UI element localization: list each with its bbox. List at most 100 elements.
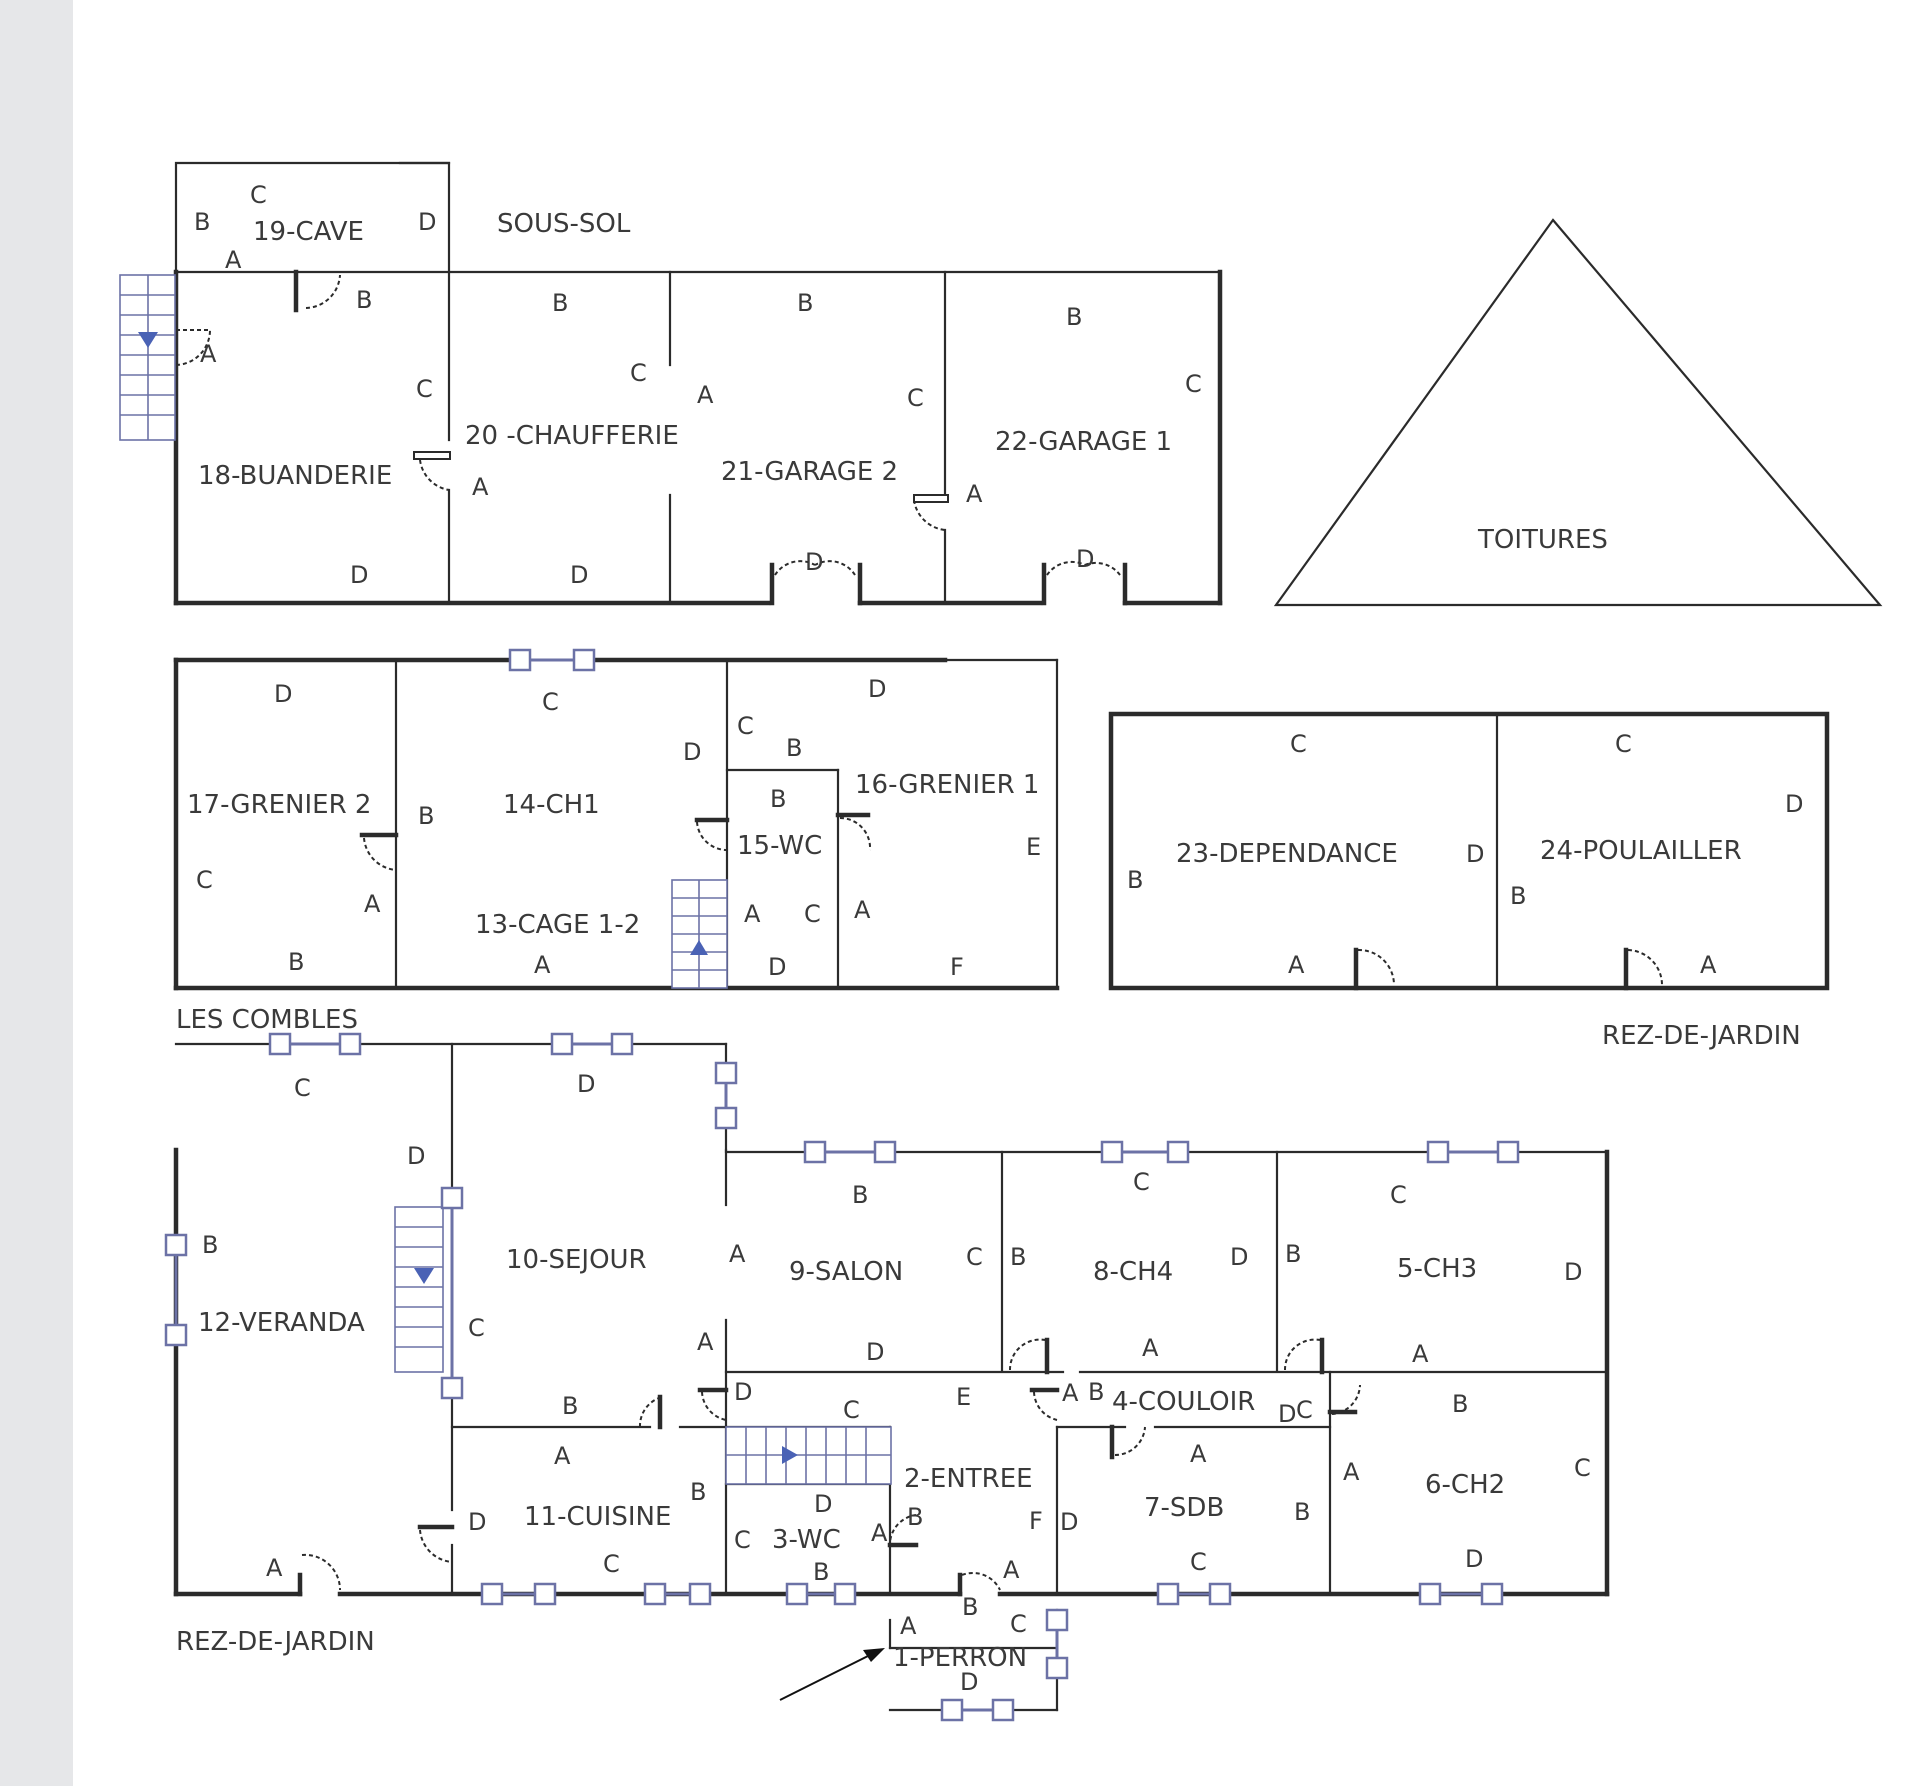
wall-letter: D xyxy=(683,738,701,766)
wall-letter: B xyxy=(1452,1390,1468,1418)
room-18-buanderie: 18-BUANDERIE xyxy=(198,461,392,491)
wall-letter: C xyxy=(1185,370,1202,398)
wall-letter: D xyxy=(274,680,292,708)
wall-letter: B xyxy=(1127,866,1143,894)
room-15-wc: 15-WC xyxy=(737,831,822,861)
wall-letter: D xyxy=(468,1508,486,1536)
wall-letter: B xyxy=(552,289,568,317)
wall-letter: D xyxy=(866,1338,884,1366)
wall-letter: C xyxy=(966,1243,983,1271)
wall-letter: B xyxy=(786,734,802,762)
wall-letter: A xyxy=(900,1612,917,1640)
room-8-ch4: 8-CH4 xyxy=(1093,1257,1173,1287)
wall-letter: C xyxy=(1296,1396,1313,1424)
wall-letter: C xyxy=(294,1074,311,1102)
wall-letter: C xyxy=(542,688,559,716)
wall-letter: A xyxy=(472,473,489,501)
wall-letter: B xyxy=(1294,1498,1310,1526)
wall-letter: C xyxy=(196,866,213,894)
wall-letter: A xyxy=(1142,1334,1159,1362)
wall-letter: C xyxy=(1290,730,1307,758)
wall-letter: A xyxy=(697,1328,714,1356)
room-13-cage-1-2: 13-CAGE 1-2 xyxy=(475,910,640,940)
wall-letter: D xyxy=(1076,545,1094,573)
wall-letter: F xyxy=(1029,1507,1043,1535)
room-10-sejour: 10-SEJOUR xyxy=(506,1245,647,1275)
wall-letter: A xyxy=(966,480,983,508)
wall-letter: A xyxy=(364,890,381,918)
main-floor-stair-entree xyxy=(725,1426,892,1485)
room-20-chaufferie: 20 -CHAUFFERIE xyxy=(465,421,679,451)
wall-letter: C xyxy=(250,181,267,209)
room-2-entree: 2-ENTREE xyxy=(904,1464,1033,1494)
wall-letter: A xyxy=(1062,1379,1079,1407)
wall-letter: B xyxy=(907,1503,923,1531)
section-label-toitures: TOITURES xyxy=(1477,525,1608,555)
wall-letter: B xyxy=(1510,882,1526,910)
room-4-couloir: 4-COULOIR xyxy=(1112,1387,1255,1417)
wall-letter: C xyxy=(1390,1181,1407,1209)
room-5-ch3: 5-CH3 xyxy=(1397,1254,1477,1284)
wall-letter: E xyxy=(1026,833,1041,861)
wall-letter: B xyxy=(1088,1378,1104,1406)
wall-letter: C xyxy=(603,1550,620,1578)
combles-walls xyxy=(173,648,1060,991)
room-14-ch1: 14-CH1 xyxy=(503,790,600,820)
wall-letter: A xyxy=(225,246,242,274)
wall-letter: B xyxy=(797,289,813,317)
section-label-sous-sol: SOUS-SOL xyxy=(497,209,631,239)
wall-letter: C xyxy=(1133,1168,1150,1196)
wall-letter: A xyxy=(554,1442,571,1470)
wall-letter: D xyxy=(1230,1243,1248,1271)
room-12-veranda: 12-VERANDA xyxy=(198,1308,365,1338)
room-17-grenier-2: 17-GRENIER 2 xyxy=(187,790,371,820)
room-19-cave: 19-CAVE xyxy=(253,217,364,247)
wall-letter: C xyxy=(1190,1548,1207,1576)
wall-letter: B xyxy=(1285,1240,1301,1268)
wall-letter: D xyxy=(1466,840,1484,868)
section-label-les-combles: LES COMBLES xyxy=(176,1005,358,1035)
wall-letter: B xyxy=(813,1558,829,1586)
wall-letter: C xyxy=(630,359,647,387)
wall-letter: E xyxy=(956,1383,971,1411)
wall-letter: B xyxy=(418,802,434,830)
wall-letter: C xyxy=(737,712,754,740)
wall-letter: D xyxy=(570,561,588,589)
wall-letter: B xyxy=(202,1231,218,1259)
toitures-triangle xyxy=(1273,218,1883,607)
wall-letter: B xyxy=(1066,303,1082,331)
wall-letter: D xyxy=(805,548,823,576)
wall-letter: A xyxy=(729,1240,746,1268)
wall-letter: D xyxy=(1278,1400,1296,1428)
sous-sol-walls xyxy=(173,161,1223,606)
wall-letter: D xyxy=(1465,1545,1483,1573)
wall-letter: C xyxy=(468,1314,485,1342)
dependance-walls xyxy=(1108,711,1830,991)
room-7-sdb: 7-SDB xyxy=(1144,1493,1224,1523)
wall-letter: A xyxy=(1412,1340,1429,1368)
wall-letter: F xyxy=(950,953,964,981)
wall-letter: B xyxy=(562,1392,578,1420)
wall-letter: A xyxy=(1003,1556,1020,1584)
room-21-garage-2: 21-GARAGE 2 xyxy=(721,457,898,487)
room-22-garage-1: 22-GARAGE 1 xyxy=(995,427,1172,457)
wall-letter: D xyxy=(768,953,786,981)
wall-letters: C B D A B A C A D B C D B A C D B A C D … xyxy=(194,181,1803,1696)
sous-sol-stair xyxy=(119,274,176,441)
wall-letter: A xyxy=(1343,1458,1360,1486)
wall-letter: A xyxy=(871,1519,888,1547)
wall-letter: A xyxy=(266,1554,283,1582)
wall-letter: B xyxy=(690,1478,706,1506)
wall-letter: D xyxy=(577,1070,595,1098)
wall-letter: A xyxy=(1288,951,1305,979)
wall-letter: D xyxy=(868,675,886,703)
wall-letter: B xyxy=(356,286,372,314)
wall-letter: A xyxy=(1190,1440,1207,1468)
wall-letter: D xyxy=(407,1142,425,1170)
wall-letter: A xyxy=(744,900,761,928)
combles-stair xyxy=(671,879,728,989)
wall-letter: D xyxy=(734,1378,752,1406)
room-9-salon: 9-SALON xyxy=(789,1257,903,1287)
wall-letter: D xyxy=(1564,1258,1582,1286)
